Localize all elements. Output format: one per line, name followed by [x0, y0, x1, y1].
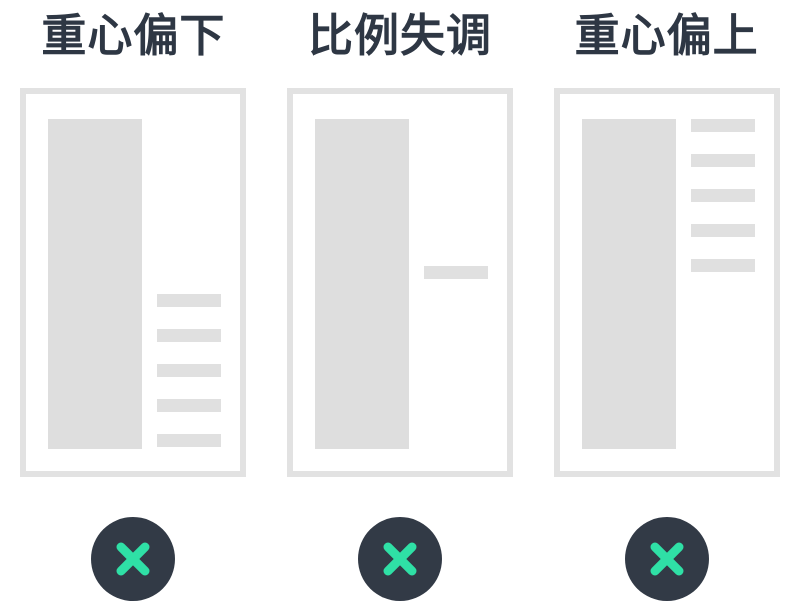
layout-mock-frame-2: [286, 88, 513, 477]
text-line-placeholder: [157, 329, 222, 342]
column-title-3: 重心偏上: [574, 9, 759, 62]
layout-mock-canvas-3: [559, 94, 774, 471]
text-line-group-1: [157, 294, 222, 447]
verdict-badge-3: [624, 517, 709, 601]
comparison-column-3: 重心偏上: [533, 0, 800, 614]
image-placeholder-block-1: [48, 119, 143, 449]
layout-mock-frame-1: [20, 88, 247, 477]
text-line-group-2: [423, 266, 488, 279]
text-line-placeholder: [690, 259, 755, 272]
verdict-badge-1: [91, 517, 176, 601]
comparison-column-1: 重心偏下: [0, 0, 267, 614]
text-line-group-3: [690, 119, 755, 272]
layout-mock-canvas-2: [292, 94, 507, 471]
image-placeholder-block-2: [314, 119, 409, 449]
image-placeholder-block-3: [581, 119, 676, 449]
cross-icon: [645, 537, 689, 581]
text-line-placeholder: [157, 434, 222, 447]
cross-icon: [378, 537, 422, 581]
cross-icon: [111, 537, 155, 581]
text-line-placeholder: [690, 224, 755, 237]
comparison-column-2: 比例失调: [267, 0, 534, 614]
text-line-placeholder: [423, 266, 488, 279]
verdict-badge-2: [357, 517, 442, 601]
column-title-2: 比例失调: [307, 9, 492, 62]
text-line-placeholder: [157, 364, 222, 377]
column-title-1: 重心偏下: [41, 9, 226, 62]
text-line-placeholder: [157, 399, 222, 412]
text-line-placeholder: [690, 154, 755, 167]
text-line-placeholder: [157, 294, 222, 307]
layout-mock-frame-3: [553, 88, 780, 477]
text-line-placeholder: [690, 189, 755, 202]
layout-mock-canvas-1: [26, 94, 241, 471]
text-line-placeholder: [690, 119, 755, 132]
